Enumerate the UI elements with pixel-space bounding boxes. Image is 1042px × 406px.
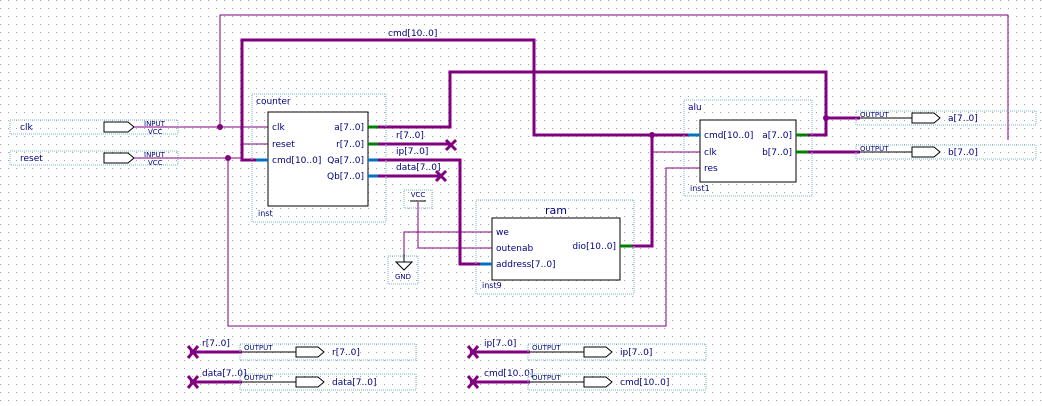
junction-dot xyxy=(225,155,231,161)
gnd-label: GND xyxy=(395,273,411,281)
net-label-cmd-out: cmd[10..0] xyxy=(484,369,533,379)
net-label-data-out: data[7..0] xyxy=(202,369,246,379)
cmd-bus xyxy=(240,38,700,162)
clk-loop-wire xyxy=(219,14,1009,140)
net-label-r: r[7..0] xyxy=(396,131,424,141)
gnd-to-we-wire xyxy=(403,231,492,254)
output-pin-shape xyxy=(911,112,941,124)
net-label-cmd: cmd[10..0] xyxy=(388,29,437,39)
no-connect-marks xyxy=(186,138,480,389)
ram-port-outenab: outenab xyxy=(496,244,533,254)
ram-port-address: address[7..0] xyxy=(496,260,556,270)
single-wires xyxy=(178,14,1009,327)
alu-port-cmd: cmd[10..0] xyxy=(704,131,753,141)
alu-block[interactable]: alu inst1 cmd[10..0] clk res a[7..0] b[7… xyxy=(683,99,813,197)
alu-port-res: res xyxy=(704,164,718,174)
output-r-tag: OUTPUT xyxy=(244,344,273,352)
input-clk-tag: INPUT xyxy=(144,120,166,128)
counter-port-qb: Qb[7..0] xyxy=(327,172,364,182)
counter-title: counter xyxy=(256,97,291,107)
input-pin-shape xyxy=(103,121,135,133)
input-clk-label: clk xyxy=(20,123,33,133)
output-b-tag: OUTPUT xyxy=(860,145,889,153)
output-pin-shape xyxy=(295,346,325,358)
input-reset-label: reset xyxy=(20,154,43,164)
input-pin-reset[interactable]: reset INPUT VCC xyxy=(9,150,179,167)
output-cmd-label: cmd[10..0] xyxy=(620,378,669,388)
ram-title: ram xyxy=(545,204,567,217)
junction-dot xyxy=(649,132,655,138)
alu-title: alu xyxy=(688,103,702,113)
output-pin-cmd[interactable]: cmd[10..0] OUTPUT cmd[10..0] xyxy=(484,369,707,391)
output-b-label: b[7..0] xyxy=(948,148,978,158)
output-pin-a[interactable]: OUTPUT a[7..0] xyxy=(855,110,1037,126)
input-clk-vcc: VCC xyxy=(148,128,163,136)
ram-port-dio: dio[10..0] xyxy=(572,242,616,252)
output-pin-r[interactable]: r[7..0] OUTPUT r[7..0] xyxy=(202,339,417,361)
output-pin-shape xyxy=(295,376,325,388)
net-label-ip: ip[7..0] xyxy=(396,147,428,157)
net-label-ip-out: ip[7..0] xyxy=(484,339,516,349)
input-reset-vcc: VCC xyxy=(148,159,163,167)
ram-port-we: we xyxy=(496,228,509,238)
alu-port-b: b[7..0] xyxy=(762,148,792,158)
ram-block[interactable]: ram inst9 we outenab address[7..0] dio[1… xyxy=(475,199,635,295)
counter-block[interactable]: counter inst clk reset cmd[10..0] a[7..0… xyxy=(251,93,387,223)
output-ip-label: ip[7..0] xyxy=(620,348,652,358)
counter-port-r: r[7..0] xyxy=(336,140,364,150)
output-pin-b[interactable]: OUTPUT b[7..0] xyxy=(855,144,1037,160)
output-data-label: data[7..0] xyxy=(332,378,376,388)
gnd-symbol: GND xyxy=(387,254,419,285)
output-pin-shape xyxy=(911,146,941,158)
junction-dot xyxy=(823,115,829,121)
output-pin-data[interactable]: data[7..0] OUTPUT data[7..0] xyxy=(202,369,417,391)
vcc-to-outenab-wire xyxy=(417,202,492,249)
output-ip-tag: OUTPUT xyxy=(532,344,561,352)
junction-dot xyxy=(217,124,223,130)
reset-to-alu-res-wire xyxy=(227,158,700,327)
output-data-tag: OUTPUT xyxy=(244,374,273,382)
output-pin-shape xyxy=(583,376,613,388)
a-bus-loop xyxy=(368,70,828,137)
output-cmd-tag: OUTPUT xyxy=(532,374,561,382)
counter-port-reset: reset xyxy=(272,140,295,150)
vcc-symbol: VCC xyxy=(403,189,433,209)
alu-inst: inst1 xyxy=(690,184,710,193)
input-pin-clk[interactable]: clk INPUT VCC xyxy=(9,119,179,136)
counter-inst: inst xyxy=(258,209,273,218)
alu-port-clk: clk xyxy=(704,148,717,158)
junctions xyxy=(217,115,829,161)
alu-port-a: a[7..0] xyxy=(762,131,792,141)
output-r-label: r[7..0] xyxy=(332,348,360,358)
input-reset-tag: INPUT xyxy=(144,151,166,159)
gnd-icon xyxy=(394,261,414,271)
counter-port-a: a[7..0] xyxy=(334,123,364,133)
ram-inst: inst9 xyxy=(482,281,502,290)
counter-port-cmd: cmd[10..0] xyxy=(272,156,321,166)
output-a-label: a[7..0] xyxy=(948,114,978,124)
net-label-r-out: r[7..0] xyxy=(202,339,230,349)
vcc-label: VCC xyxy=(411,191,426,199)
output-a-tag: OUTPUT xyxy=(860,111,889,119)
output-pin-shape xyxy=(583,346,613,358)
net-label-data: data[7..0] xyxy=(396,163,440,173)
output-pin-ip[interactable]: ip[7..0] OUTPUT ip[7..0] xyxy=(484,339,707,361)
counter-port-clk: clk xyxy=(272,123,285,133)
counter-port-qa: Qa[7..0] xyxy=(327,156,364,166)
input-pin-shape xyxy=(103,152,135,164)
